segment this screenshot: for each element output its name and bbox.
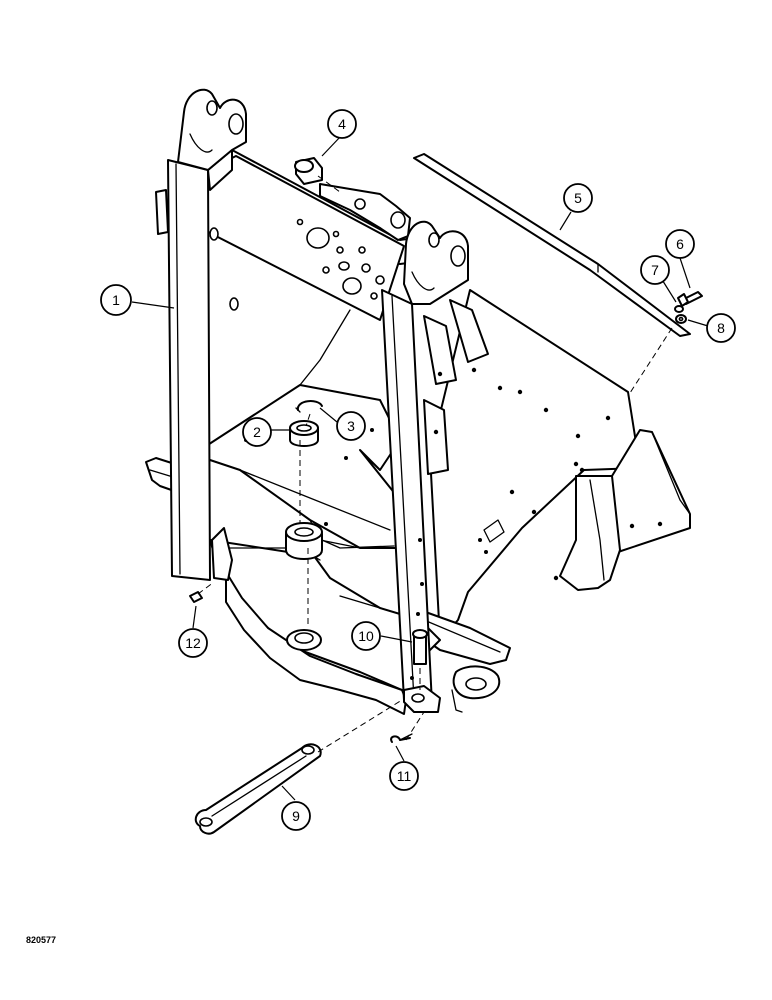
pin-part-10 — [412, 629, 428, 665]
washer-part-8 — [675, 314, 687, 324]
callout-8: 8 — [706, 313, 736, 343]
svg-text:12: 12 — [185, 635, 201, 651]
svg-text:10: 10 — [358, 628, 374, 644]
leader-lines — [131, 135, 709, 801]
svg-text:7: 7 — [651, 262, 659, 278]
svg-text:8: 8 — [717, 320, 725, 336]
callout-5: 5 — [563, 183, 593, 213]
callout-2: 2 — [242, 417, 272, 447]
front-frame-part-1 — [155, 88, 489, 713]
svg-text:1: 1 — [112, 292, 120, 308]
bushing-part-2 — [289, 420, 319, 447]
svg-text:9: 9 — [292, 808, 300, 824]
grease-fitting-part-12 — [189, 591, 203, 603]
cover-strip-part-5 — [413, 153, 691, 337]
callout-3: 3 — [336, 411, 366, 441]
bolt-part-6 — [677, 291, 703, 307]
snap-ring-part-3 — [295, 400, 323, 413]
callout-4: 4 — [327, 109, 357, 139]
svg-text:2: 2 — [253, 424, 261, 440]
svg-text:11: 11 — [397, 768, 412, 784]
callout-6: 6 — [665, 229, 695, 259]
drawing-number: 820577 — [26, 935, 56, 945]
callout-11: 11 — [389, 761, 419, 791]
callout-9: 9 — [281, 801, 311, 831]
bushing-part-4 — [294, 157, 323, 185]
callout-12: 12 — [178, 628, 208, 658]
svg-text:5: 5 — [574, 190, 582, 206]
svg-text:4: 4 — [338, 116, 346, 132]
callout-10: 10 — [351, 621, 381, 651]
callout-1: 1 — [100, 284, 132, 316]
callout-7: 7 — [640, 255, 670, 285]
lockwasher-part-7 — [674, 305, 684, 313]
callouts: 1 2 3 4 5 6 7 8 — [100, 109, 736, 831]
rear-frame-structure — [419, 289, 691, 713]
cotter-pin-part-11 — [390, 733, 413, 743]
link-bar-part-9 — [194, 743, 322, 835]
svg-text:6: 6 — [676, 236, 684, 252]
svg-text:3: 3 — [347, 418, 355, 434]
assembly-lines — [197, 175, 673, 753]
